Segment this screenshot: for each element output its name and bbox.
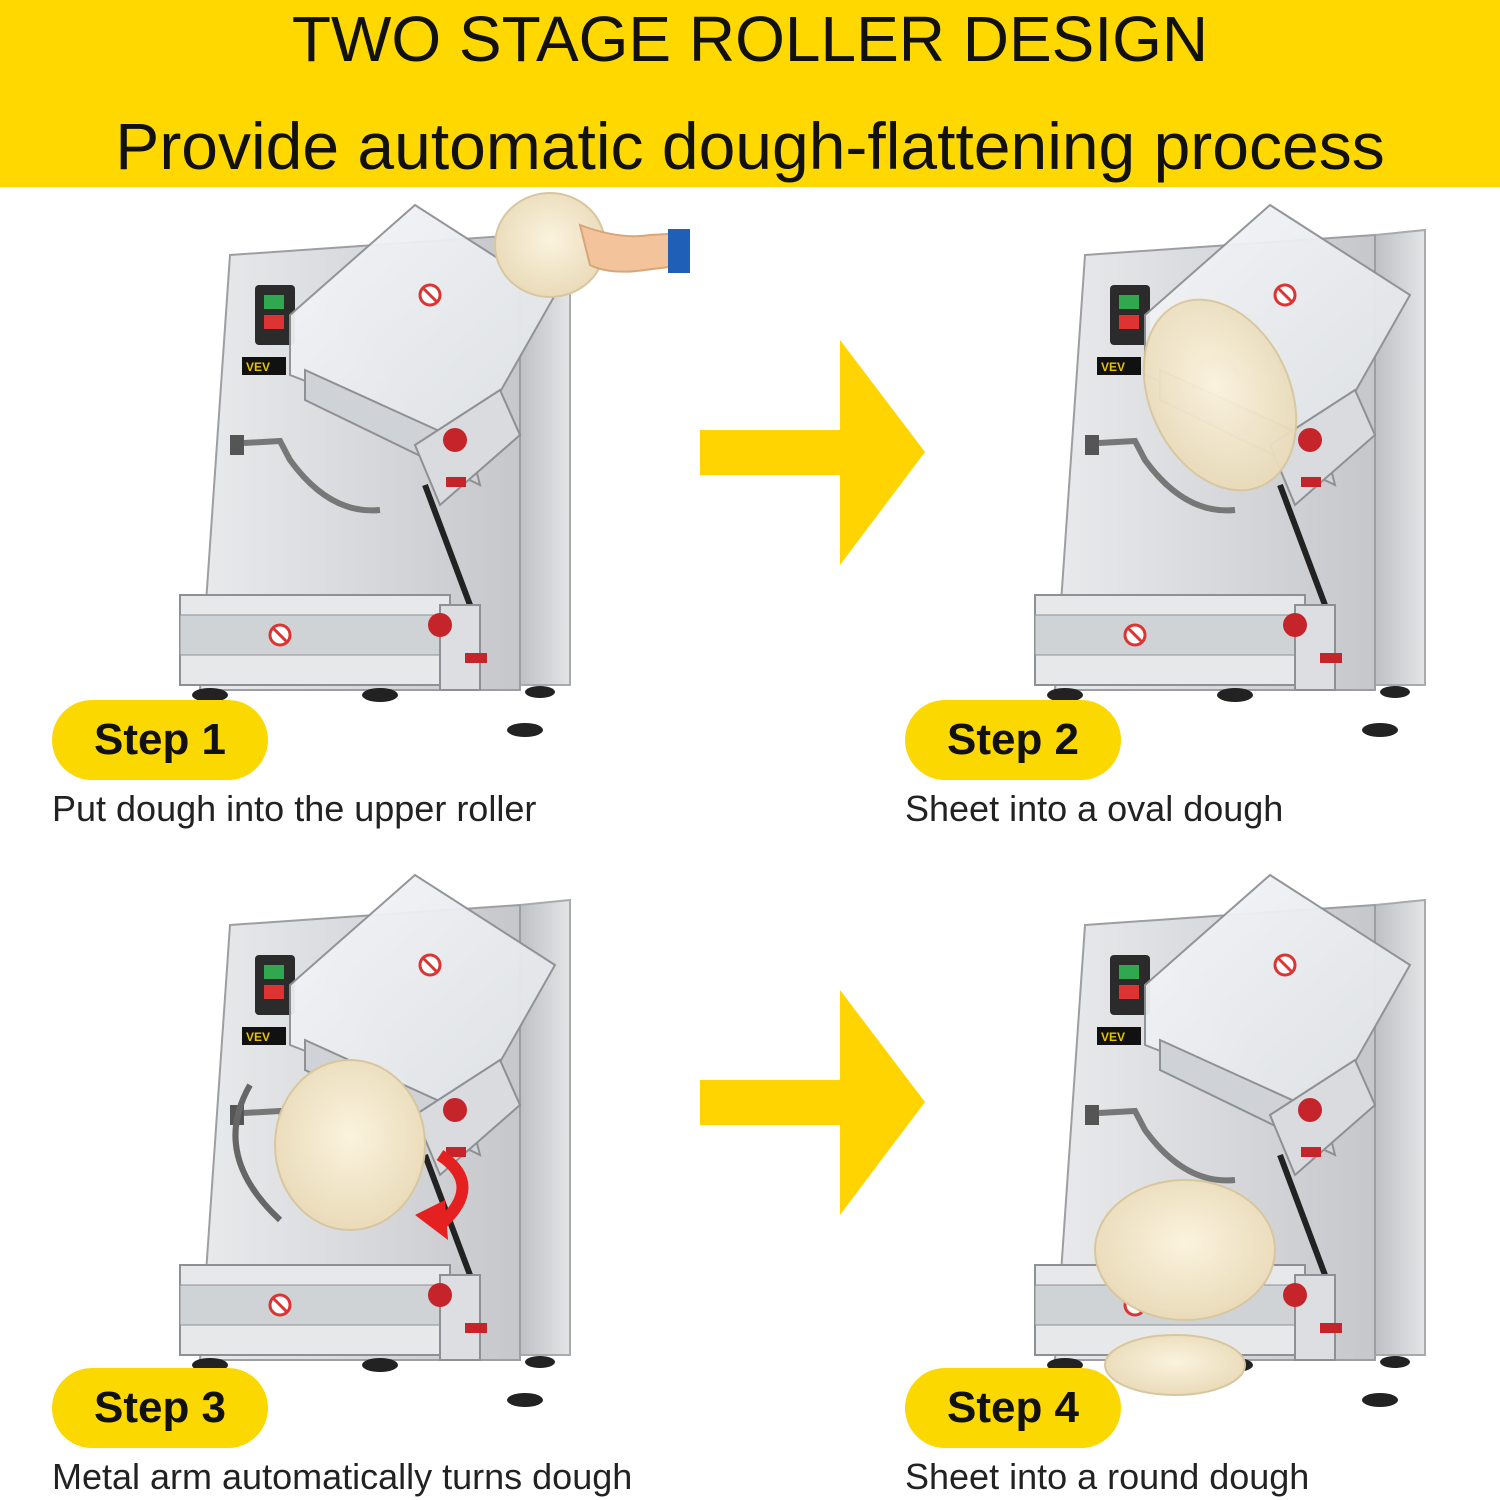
banner-subtitle: Provide automatic dough-flattening proce… (115, 109, 1385, 183)
step-1-illustration (140, 185, 690, 725)
step-2-illustration (995, 185, 1455, 725)
step-3-illustration (140, 855, 600, 1395)
step-4-caption: Sheet into a round dough (905, 1456, 1310, 1497)
step-1-badge: Step 1 (52, 700, 268, 780)
oval-dough-turned (274, 1059, 426, 1231)
header-banner: TWO STAGE ROLLER DESIGN Provide automati… (0, 0, 1500, 187)
step-4-badge: Step 4 (905, 1368, 1121, 1448)
round-dough (1094, 1179, 1276, 1321)
step-2-caption: Sheet into a oval dough (905, 788, 1284, 829)
turn-arrow-icon (435, 1150, 469, 1230)
arrow-right-icon (700, 990, 925, 1215)
step-3-badge: Step 3 (52, 1368, 268, 1448)
arrow-right-icon (700, 340, 925, 565)
step-4-illustration (995, 855, 1455, 1395)
banner-title: TWO STAGE ROLLER DESIGN (291, 3, 1209, 75)
step-2-badge: Step 2 (905, 700, 1121, 780)
oval-dough (1142, 298, 1298, 492)
step-1-caption: Put dough into the upper roller (52, 788, 537, 829)
step-3-caption: Metal arm automatically turns dough (52, 1456, 633, 1497)
round-dough-exit (1104, 1334, 1246, 1396)
